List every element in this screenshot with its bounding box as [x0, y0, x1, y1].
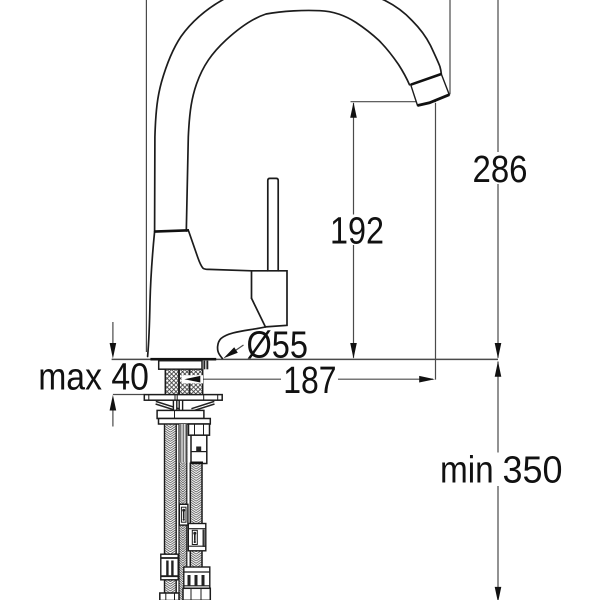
svg-text:187: 187 — [283, 359, 336, 401]
svg-text:Ø55: Ø55 — [247, 324, 309, 366]
svg-text:286: 286 — [473, 148, 528, 190]
svg-text:192: 192 — [330, 210, 384, 252]
svg-text:350: 350 — [503, 449, 563, 491]
svg-text:max 40: max 40 — [38, 356, 149, 398]
svg-text:min: min — [440, 449, 494, 491]
